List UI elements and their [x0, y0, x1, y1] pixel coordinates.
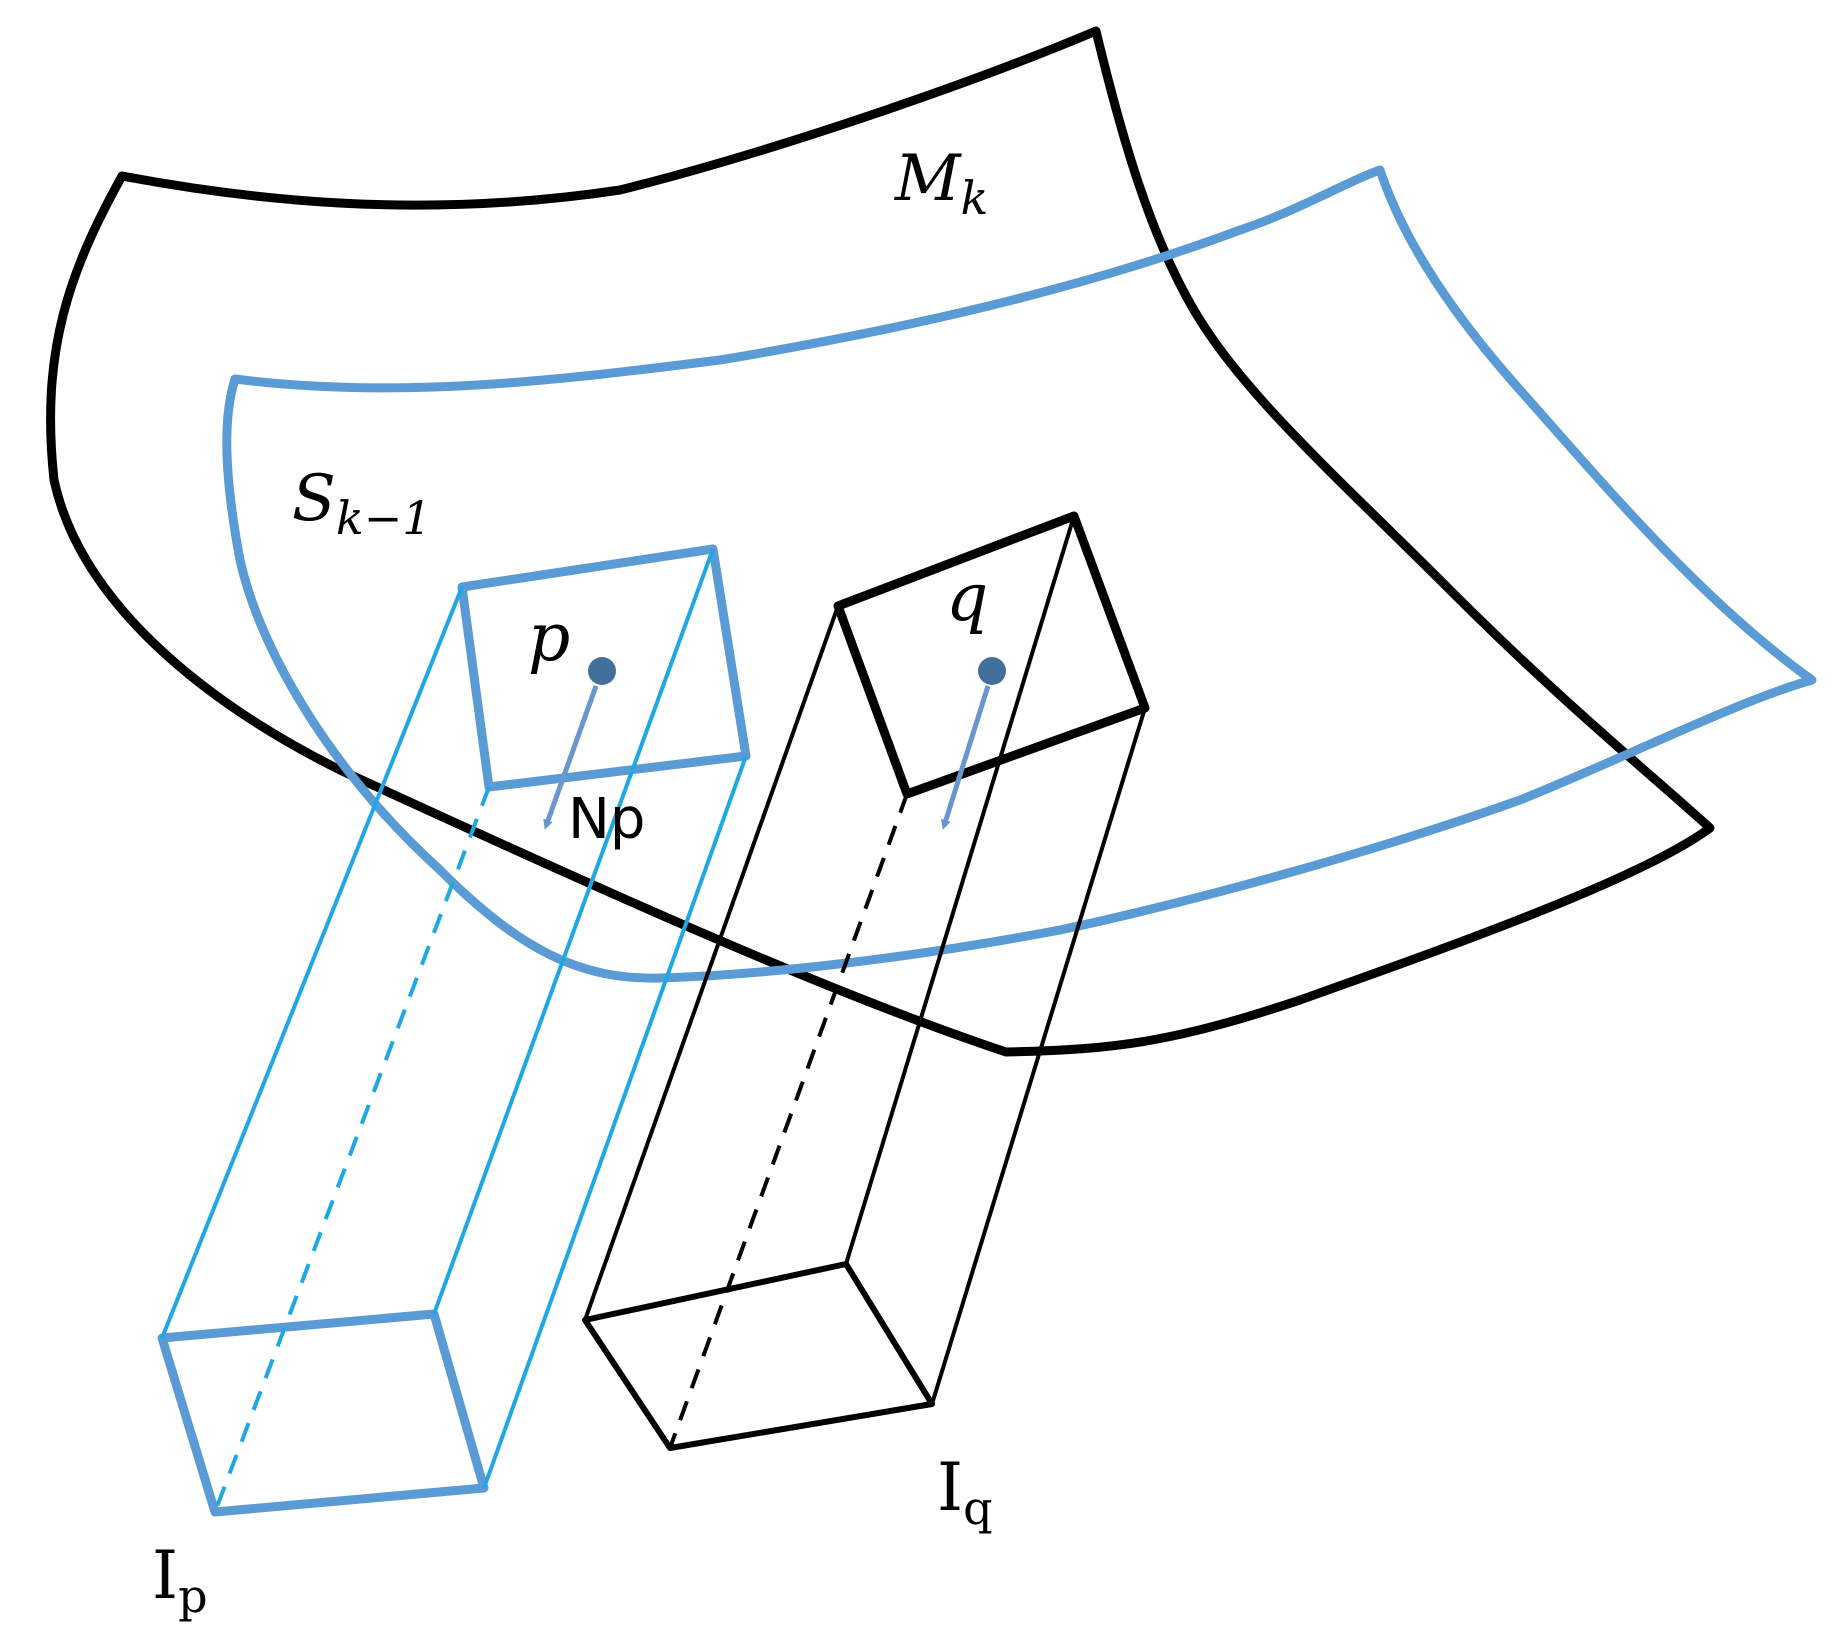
box-q-bottom-face — [582, 1261, 935, 1451]
surface-m-outline — [46, 26, 1715, 1057]
svg-text:Mk: Mk — [894, 142, 988, 225]
box-p-edge — [482, 755, 748, 1489]
label-s-sub: k−1 — [336, 491, 432, 545]
label-np: Np — [568, 787, 645, 852]
svg-text:Iq: Iq — [937, 1449, 993, 1535]
label-iq: I — [937, 1449, 963, 1526]
label-s: S — [292, 462, 336, 536]
box-q-edge — [583, 605, 840, 1321]
label-m: M — [894, 142, 962, 216]
normal-q-arrow — [941, 685, 991, 830]
label-ip-sub: p — [178, 1569, 207, 1623]
label-iq-sub: q — [963, 1481, 992, 1535]
box-p-edge — [160, 586, 464, 1339]
normal-p-arrow — [543, 685, 599, 830]
box-q-top-face — [833, 511, 1150, 799]
box-p — [157, 544, 751, 1517]
point-q-dot — [978, 657, 1006, 685]
label-m-sub: k — [961, 171, 989, 225]
box-p-hidden-edge — [213, 786, 491, 1513]
box-q-edge — [930, 707, 1147, 1405]
label-ip: I — [152, 1537, 178, 1614]
box-p-bottom-face — [157, 1309, 489, 1517]
box-q — [582, 511, 1150, 1451]
box-q-edge — [844, 515, 1076, 1265]
label-p: p — [528, 599, 570, 676]
label-q: q — [946, 559, 988, 636]
box-q-hidden-edge — [668, 793, 909, 1449]
svg-text:Ip: Ip — [152, 1537, 208, 1623]
point-p-dot — [588, 657, 616, 685]
svg-text:Sk−1: Sk−1 — [292, 462, 432, 545]
surface-s-outline — [222, 165, 1817, 983]
box-p-edge — [432, 548, 715, 1315]
